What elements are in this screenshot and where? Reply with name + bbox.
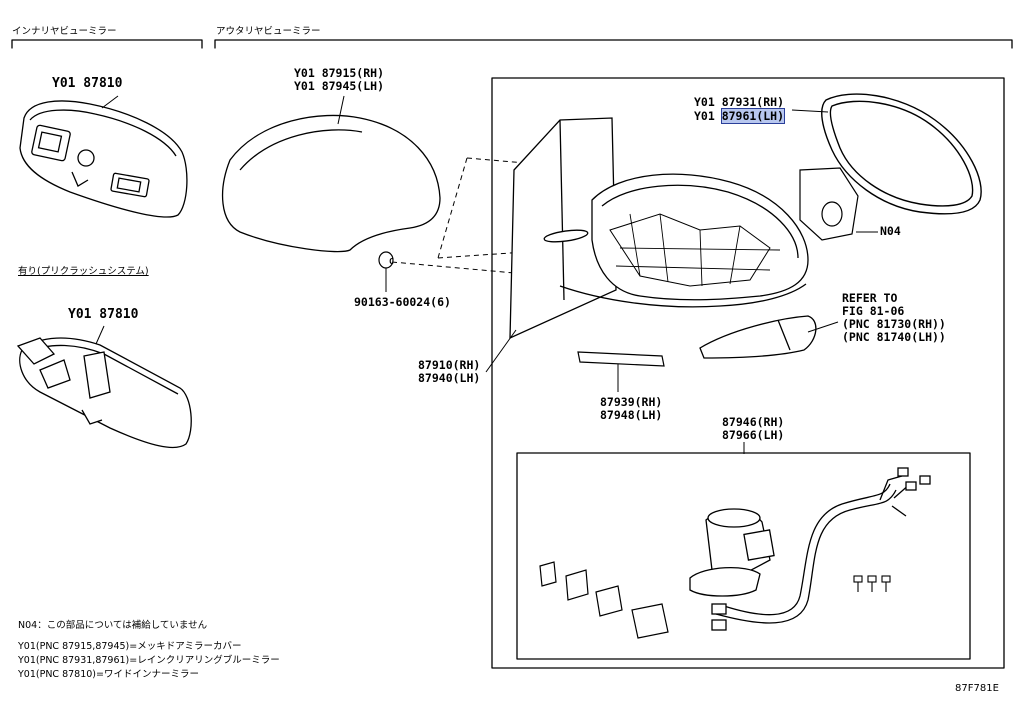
motor-unit (689, 508, 775, 597)
part-label-inner-mirror[interactable]: Y01 87810 (52, 76, 123, 91)
part-label-motor-rh[interactable]: 87946(RH) (722, 415, 785, 429)
part-label-screw[interactable]: 90163-60024(6) (354, 295, 451, 309)
outer-section-bracket (214, 39, 1013, 49)
clips (539, 561, 669, 639)
inner-section-bracket (11, 39, 203, 49)
refer-line-3: (PNC 81730(RH)) (842, 317, 946, 331)
mirror-base (509, 117, 617, 340)
part-label-glass-lh[interactable]: Y01 87961(LH) (694, 108, 786, 124)
wire-harness (711, 467, 931, 631)
inner-mirror-pcs (16, 325, 192, 449)
mirror-cover (221, 95, 441, 253)
section-outer-mirror: アウタリヤビューミラー (216, 26, 321, 37)
note-cover: Y01(PNC 87915,87945)=メッキドアミラーカバー (18, 641, 242, 652)
part-label-assy-lh[interactable]: 87940(LH) (418, 371, 481, 385)
refer-line-4: (PNC 81740(LH)) (842, 330, 946, 344)
garnish (699, 315, 839, 359)
part-label-n04[interactable]: N04 (880, 224, 901, 238)
mirror-glass (791, 93, 982, 215)
note-glass: Y01(PNC 87931,87961)=レインクリアリングブルーミラー (18, 655, 280, 666)
note-inner: Y01(PNC 87810)=ワイドインナーミラー (18, 669, 199, 680)
part-label-inner-mirror-pcs[interactable]: Y01 87810 (68, 307, 139, 322)
part-label-glass-lh-highlight[interactable]: 87961(LH) (720, 108, 786, 124)
part-label-mold-rh[interactable]: 87939(RH) (600, 395, 663, 409)
part-label-mold-lh[interactable]: 87948(LH) (600, 408, 663, 422)
part-label-glass-lh-prefix: Y01 (694, 109, 722, 123)
c-mark: C (389, 257, 394, 266)
mold-strip (577, 351, 665, 392)
screw (378, 251, 394, 292)
refer-line-2: FIG 81-06 (842, 304, 905, 318)
figure-id: 87F781E (955, 683, 999, 694)
section-inner-mirror: インナリヤビューミラー (12, 26, 117, 37)
note-n04: N04：この部品については補給していません (18, 620, 208, 631)
leader-lines (485, 329, 745, 454)
outer-mirror-box (491, 77, 1005, 669)
part-label-motor-lh[interactable]: 87966(LH) (722, 428, 785, 442)
part-label-glass-rh[interactable]: Y01 87931(RH) (694, 95, 785, 109)
part-label-cover-rh[interactable]: Y01 87915(RH) (294, 66, 385, 80)
part-label-assy-rh[interactable]: 87910(RH) (418, 358, 481, 372)
inner-mirror-top (19, 95, 188, 218)
bolts (853, 575, 891, 592)
part-label-cover-lh[interactable]: Y01 87945(LH) (294, 79, 385, 93)
refer-line-1: REFER TO (842, 291, 898, 305)
mirror-housing (559, 173, 809, 308)
n04-part (799, 167, 878, 241)
section-pre-crash: 有り(プリクラッシュシステム) (18, 266, 149, 277)
